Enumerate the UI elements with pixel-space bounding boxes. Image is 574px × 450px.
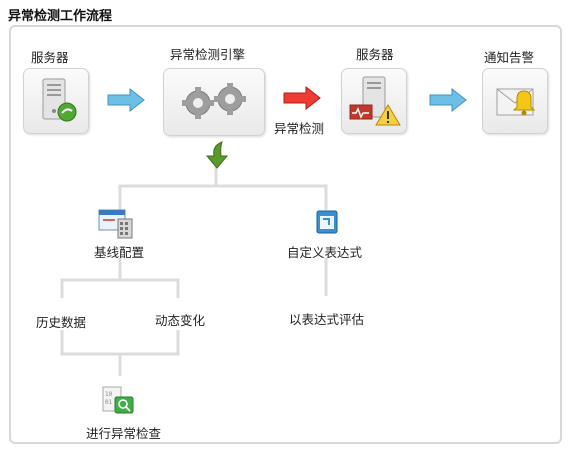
baseline-config-icon — [98, 209, 133, 239]
custom-expression-label: 自定义表达式 — [287, 245, 363, 260]
server-warning-node — [341, 68, 407, 134]
engine-label: 异常检测引擎 — [170, 47, 246, 62]
dynamic-change-label: 动态变化 — [155, 313, 206, 328]
custom-expression-icon — [316, 210, 338, 234]
diagram-frame — [9, 25, 562, 444]
diagram-title: 异常检测工作流程 — [8, 9, 113, 24]
check-search-icon: 10 01 — [102, 386, 134, 414]
down-arrow-icon — [205, 141, 229, 169]
history-data-label: 历史数据 — [36, 315, 87, 330]
server-right-label: 服务器 — [356, 47, 394, 62]
server-warning-icon — [349, 76, 401, 126]
engine-node — [163, 68, 265, 136]
gears-icon — [182, 83, 246, 119]
alert-node — [482, 68, 548, 134]
detection-edge-label: 异常检测 — [274, 121, 325, 136]
alert-label: 通知告警 — [484, 50, 535, 65]
server-ok-icon — [42, 78, 77, 122]
server-left-label: 服务器 — [31, 50, 69, 65]
anomaly-check-label: 进行异常检查 — [86, 426, 162, 441]
baseline-config-label: 基线配置 — [94, 245, 145, 260]
mail-bell-icon — [496, 88, 536, 116]
detection-arrow — [283, 86, 321, 110]
server-node — [23, 68, 89, 134]
flow-arrow-1 — [107, 88, 145, 112]
expression-eval-label: 以表达式评估 — [289, 312, 365, 327]
svg-text:01: 01 — [105, 399, 113, 406]
flow-arrow-2 — [429, 88, 467, 112]
svg-text:10: 10 — [105, 391, 113, 398]
